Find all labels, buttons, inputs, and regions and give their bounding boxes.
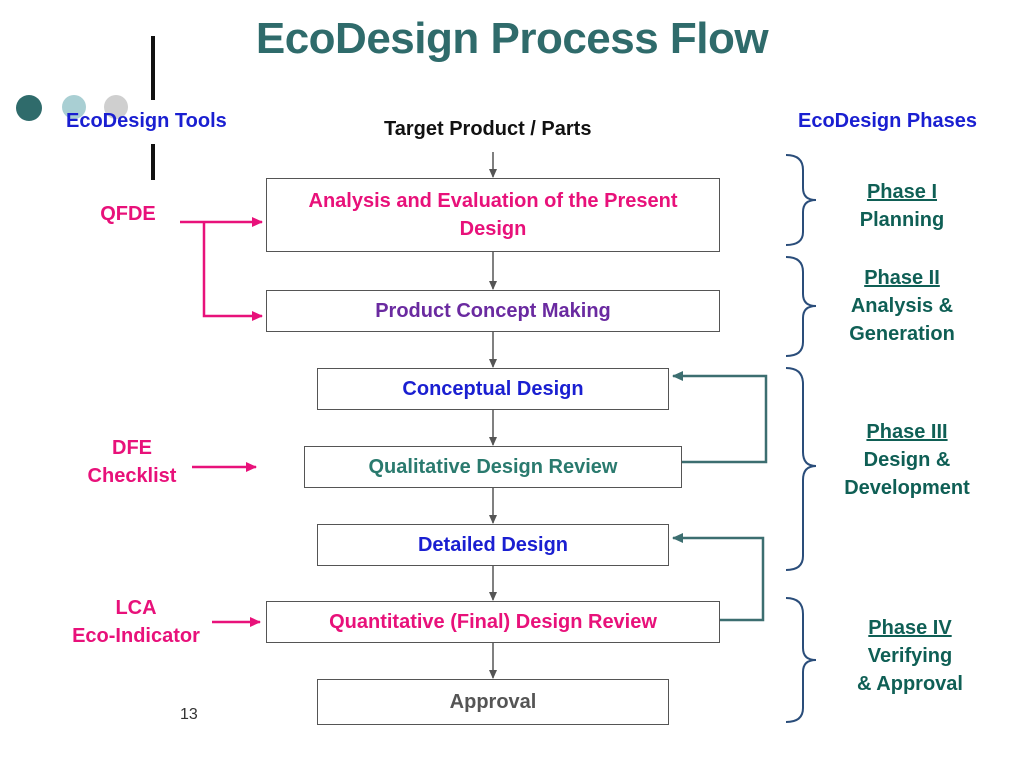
feedback-arrows <box>672 371 768 622</box>
phase-title: Phase II <box>864 267 940 289</box>
decor-bar-top <box>151 36 155 100</box>
phase-1: Phase I Planning <box>832 178 972 234</box>
phase-braces <box>785 154 817 723</box>
page-title: EcoDesign Process Flow <box>255 14 769 63</box>
step-quantitative-review: Quantitative (Final) Design Review <box>266 601 720 643</box>
decor-dot-teal <box>62 95 86 119</box>
phase-4: Phase IV Verifying & Approval <box>838 614 982 698</box>
step-label: Approval <box>449 691 537 713</box>
phase-2: Phase II Analysis & Generation <box>832 264 972 348</box>
step-label: Qualitative Design Review <box>368 456 618 478</box>
feedback-qualitative-to-conceptual <box>672 371 768 464</box>
phase-3: Phase III Design & Development <box>830 418 984 502</box>
step-qualitative-review: Qualitative Design Review <box>304 446 682 488</box>
phases-header: EcoDesign Phases <box>798 110 977 132</box>
brace-phase-1 <box>785 154 817 246</box>
decor-dot-dark <box>16 95 42 121</box>
tools-header: EcoDesign Tools <box>66 110 227 132</box>
tool-qfde: QFDE <box>78 200 178 228</box>
phase-line: Planning <box>859 209 945 231</box>
brace-phase-2 <box>785 256 817 357</box>
tool-line: DFE <box>112 437 152 459</box>
step-label: Analysis and Evaluation of the Present D… <box>308 190 678 240</box>
target-header: Target Product / Parts <box>384 118 592 140</box>
feedback-quantitative-to-detailed <box>672 533 765 622</box>
phase-title: Phase IV <box>868 617 952 639</box>
step-analysis-evaluation: Analysis and Evaluation of the Present D… <box>266 178 720 252</box>
phase-line: Generation <box>849 323 955 345</box>
tool-line: LCA <box>115 597 157 619</box>
decor-bar-bottom <box>151 144 155 180</box>
decor-dot-gray <box>104 95 128 119</box>
tool-line: QFDE <box>100 203 156 225</box>
step-detailed-design: Detailed Design <box>317 524 669 566</box>
step-label: Quantitative (Final) Design Review <box>329 611 657 633</box>
step-label: Detailed Design <box>417 534 569 556</box>
step-approval: Approval <box>317 679 669 725</box>
tool-arrows <box>180 217 263 627</box>
brace-phase-4 <box>785 597 817 723</box>
step-label: Product Concept Making <box>375 300 611 322</box>
step-product-concept: Product Concept Making <box>266 290 720 332</box>
tool-line: Eco-Indicator <box>72 625 200 647</box>
qfde-arrow-to-concept <box>202 222 263 321</box>
phase-line: Analysis & <box>850 295 954 317</box>
step-conceptual-design: Conceptual Design <box>317 368 669 410</box>
phase-line: Design & <box>863 449 951 471</box>
phase-title: Phase I <box>866 181 938 203</box>
phase-line: & Approval <box>857 673 963 695</box>
tool-line: Checklist <box>87 465 177 487</box>
phase-line: Development <box>844 477 970 499</box>
brace-phase-3 <box>785 367 817 571</box>
tool-lca-eco-indicator: LCA Eco-Indicator <box>56 594 216 650</box>
phase-line: Verifying <box>867 645 953 667</box>
phase-title: Phase III <box>866 421 948 443</box>
tool-dfe-checklist: DFE Checklist <box>72 434 192 490</box>
slide-number: 13 <box>180 706 198 723</box>
step-label: Conceptual Design <box>402 378 584 400</box>
